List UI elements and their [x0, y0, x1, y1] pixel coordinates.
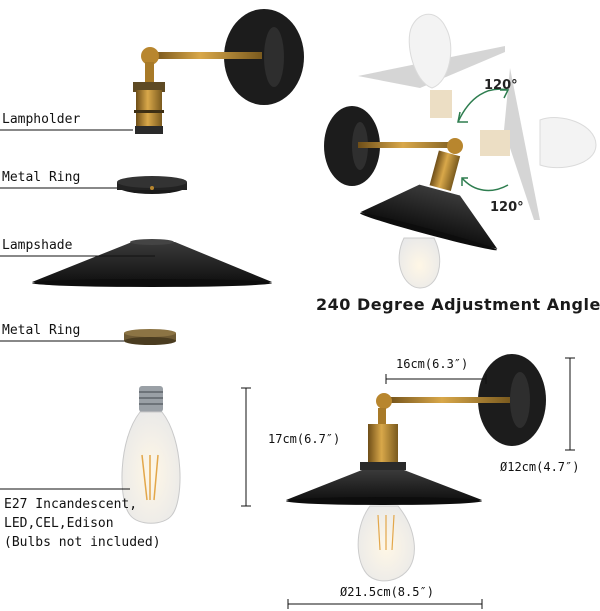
arm-length-dimension: 16cm(6.3″)	[396, 357, 469, 371]
bulb-info-line-2: LED,CEL,Edison	[4, 516, 114, 531]
metal-ring-label-2: Metal Ring	[2, 323, 81, 338]
dimension-illustration	[286, 354, 546, 582]
lampholder-label: Lampholder	[2, 112, 81, 127]
edison-bulb	[121, 386, 181, 524]
angle-top-label: 120°	[484, 78, 518, 93]
dimension-lines	[241, 357, 575, 609]
bulb-info-line-3: (Bulbs not included)	[4, 535, 161, 550]
bulb-info-line-1: E27 Incandescent,	[4, 497, 138, 512]
shade-diameter-dimension: Ø21.5cm(8.5″)	[340, 585, 434, 599]
brass-arm	[141, 47, 262, 84]
metal-ring-part-1	[117, 176, 187, 194]
bulb-info: E27 Incandescent, LED,CEL,Edison (Bulbs …	[4, 495, 161, 552]
lampholder-part	[133, 82, 165, 134]
adjustment-title: 240 Degree Adjustment Angle	[316, 295, 600, 314]
lampshade-part	[32, 239, 272, 287]
metal-ring-part-2	[124, 329, 176, 345]
metal-ring-label-1: Metal Ring	[2, 170, 81, 185]
angle-bottom-label: 120°	[490, 200, 524, 215]
wall-plate	[224, 9, 304, 105]
adjustment-illustration	[324, 13, 597, 289]
height-dimension: 17cm(6.7″)	[268, 432, 341, 446]
lampshade-label: Lampshade	[2, 238, 73, 253]
base-diameter-dimension: Ø12cm(4.7″)	[500, 460, 580, 474]
